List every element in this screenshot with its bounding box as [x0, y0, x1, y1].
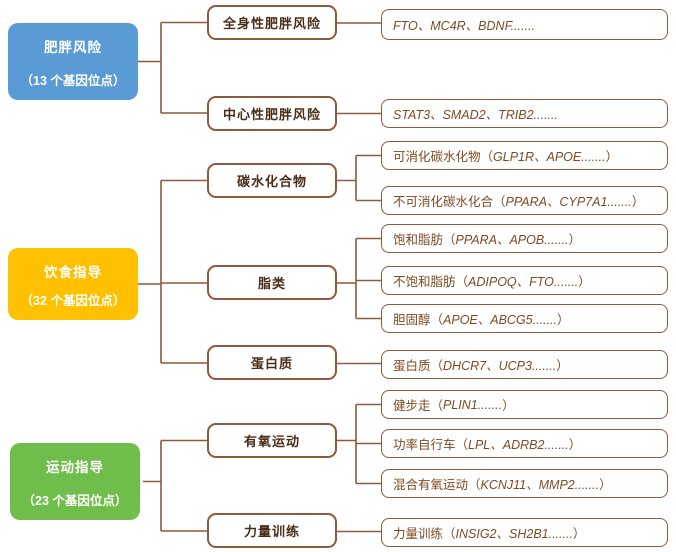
- leaf-whole-body-genes: FTO、MC4R、BDNF.......: [381, 9, 668, 40]
- leaf-prefix: 健步走（: [393, 399, 444, 413]
- leaf-suffix: ）: [572, 527, 586, 541]
- leaf-suffix: ）: [502, 399, 515, 413]
- connector-exercise-branch: [143, 403, 381, 533]
- mid-node-protein: 蛋白质: [207, 345, 337, 380]
- leaf-digestible-carb-genes: 可消化碳水化物（GLP1R、APOE.......）: [381, 141, 668, 170]
- leaf-suffix: ）: [568, 438, 582, 452]
- leaf-protein-genes: 蛋白质（DHCR7、UCP3.......）: [381, 350, 668, 379]
- leaf-unsaturated-fat-genes: 不饱和脂肪（ADIPOQ、FTO.......）: [381, 266, 668, 295]
- leaf-gene-list: KCNJ11、MMP2.......: [480, 478, 600, 492]
- root-subtitle: （13 个基因位点）: [20, 74, 126, 88]
- leaf-gene-list: PPARA、CYP7A1.......: [505, 195, 632, 209]
- leaf-gene-list: PPARA、APOB.......: [455, 233, 569, 247]
- mid-node-carbohydrate: 碳水化合物: [207, 163, 337, 198]
- leaf-suffix: ）: [578, 275, 591, 289]
- leaf-prefix: 混合有氧运动（: [393, 478, 481, 492]
- root-node-obesity-risk: 肥胖风险 （13 个基因位点）: [8, 23, 138, 100]
- root-title: 运动指导: [46, 460, 104, 475]
- mid-node-strength-training: 力量训练: [207, 513, 337, 548]
- leaf-gene-list: LPL、ADRB2.......: [468, 438, 569, 452]
- leaf-prefix: 饱和脂肪（: [393, 233, 456, 247]
- leaf-central-obesity-genes: STAT3、SMAD2、TRIB2.......: [381, 99, 668, 128]
- leaf-gene-list: ADIPOQ、FTO.......: [468, 275, 579, 289]
- mid-node-aerobic-exercise: 有氧运动: [207, 423, 337, 458]
- leaf-gene-list: GLP1R、APOE.......: [493, 150, 606, 164]
- leaf-prefix: 胆固醇（: [393, 313, 444, 327]
- connector-obesity-branch: [138, 21, 381, 115]
- leaf-suffix: ）: [605, 150, 619, 164]
- mid-node-lipid: 脂类: [207, 265, 337, 300]
- leaf-strength-training-genes: 力量训练（INSIG2、SH2B1.......）: [381, 518, 668, 547]
- root-subtitle: （23 个基因位点）: [22, 494, 128, 508]
- leaf-brisk-walking-genes: 健步走（PLIN1.......）: [381, 390, 668, 419]
- leaf-prefix: 可消化碳水化物（: [393, 150, 494, 164]
- leaf-suffix: ）: [556, 359, 569, 373]
- mid-node-whole-body-obesity: 全身性肥胖风险: [207, 5, 337, 40]
- leaf-suffix: ）: [568, 233, 582, 247]
- leaf-gene-list: INSIG2、SH2B1.......: [455, 527, 573, 541]
- root-node-exercise-guidance: 运动指导 （23 个基因位点）: [10, 443, 140, 520]
- leaf-indigestible-carb-genes: 不可消化碳水化合（PPARA、CYP7A1.......）: [381, 186, 668, 215]
- leaf-cholesterol-genes: 胆固醇（APOE、ABCG5.......）: [381, 304, 668, 333]
- leaf-prefix: 不可消化碳水化合（: [393, 195, 506, 209]
- leaf-prefix: 力量训练（: [393, 527, 456, 541]
- connector-diet-branch: [138, 154, 381, 365]
- leaf-gene-list: PLIN1.......: [443, 397, 503, 412]
- root-node-diet-guidance: 饮食指导 （32 个基因位点）: [8, 248, 138, 320]
- leaf-gene-list: FTO、MC4R、BDNF.......: [393, 19, 535, 33]
- leaf-prefix: 功率自行车（: [393, 438, 469, 452]
- mid-node-central-obesity: 中心性肥胖风险: [207, 96, 337, 131]
- leaf-prefix: 蛋白质（: [393, 359, 444, 373]
- leaf-mixed-aerobic-genes: 混合有氧运动（KCNJ11、MMP2.......）: [381, 469, 668, 498]
- leaf-gene-list: APOE、ABCG5.......: [443, 313, 557, 327]
- leaf-gene-list: DHCR7、UCP3.......: [443, 359, 557, 373]
- root-subtitle: （32 个基因位点）: [20, 294, 126, 308]
- leaf-prefix: 不饱和脂肪（: [393, 275, 469, 289]
- leaf-saturated-fat-genes: 饱和脂肪（PPARA、APOB.......）: [381, 224, 668, 253]
- root-title: 饮食指导: [44, 265, 102, 280]
- leaf-power-cycling-genes: 功率自行车（LPL、ADRB2.......）: [381, 429, 668, 458]
- leaf-suffix: ）: [599, 478, 612, 492]
- leaf-suffix: ）: [556, 313, 570, 327]
- leaf-gene-list: STAT3、SMAD2、TRIB2.......: [393, 108, 558, 122]
- leaf-suffix: ）: [631, 195, 645, 209]
- root-title: 肥胖风险: [44, 40, 102, 55]
